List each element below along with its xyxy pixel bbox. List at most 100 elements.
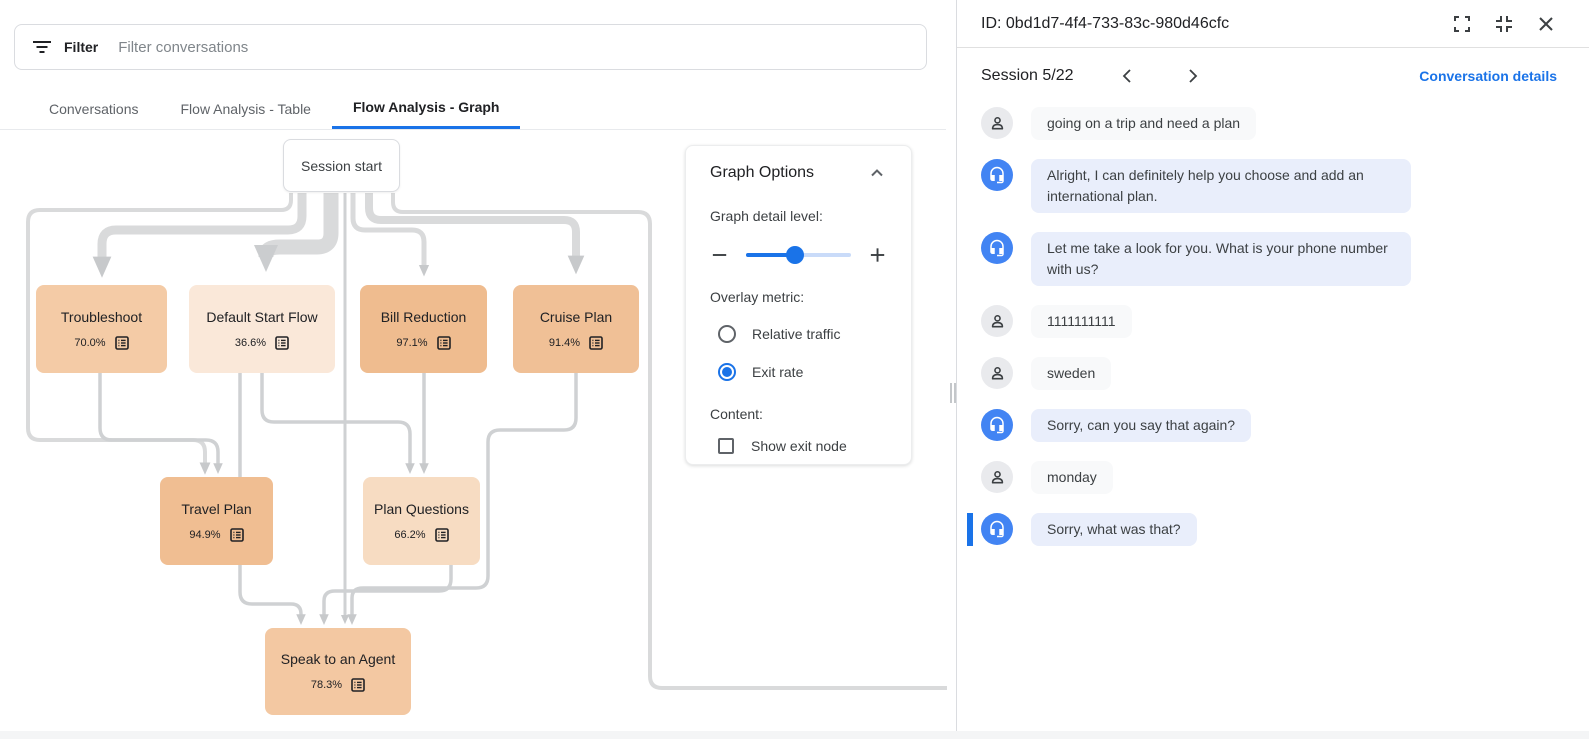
message-row-user[interactable]: 1111111111 bbox=[981, 305, 1565, 338]
person-icon bbox=[991, 116, 1003, 130]
tab-flow-analysis-table[interactable]: Flow Analysis - Table bbox=[180, 100, 311, 117]
radio-label: Relative traffic bbox=[752, 326, 841, 342]
flow-node-plan-questions[interactable]: Plan Questions 66.2% bbox=[363, 477, 480, 565]
conversation-id-title: ID: 0bd1d7-4f4-733-83c-980d46cfc bbox=[981, 14, 1230, 32]
node-label: Troubleshoot bbox=[60, 308, 143, 325]
agent-avatar bbox=[981, 232, 1013, 264]
flow-node-travel-plan[interactable]: Travel Plan 94.9% bbox=[160, 477, 273, 565]
radio-relative-traffic[interactable]: Relative traffic bbox=[710, 325, 887, 343]
selected-message-indicator bbox=[967, 513, 973, 546]
graph-detail-slider bbox=[710, 245, 887, 265]
tab-flow-analysis-graph[interactable]: Flow Analysis - Graph bbox=[331, 88, 521, 129]
message-row-user[interactable]: sweden bbox=[981, 357, 1565, 390]
filter-label: Filter bbox=[64, 39, 99, 55]
node-label: Plan Questions bbox=[374, 500, 469, 517]
message-bubble[interactable]: 1111111111 bbox=[1031, 305, 1132, 338]
list-alt-icon bbox=[434, 527, 449, 542]
person-icon bbox=[991, 470, 1003, 484]
panel-resize-handle[interactable] bbox=[950, 0, 957, 739]
radio-exit-rate[interactable]: Exit rate bbox=[710, 363, 887, 381]
checkbox-label: Show exit node bbox=[751, 438, 847, 454]
message-row-user[interactable]: monday bbox=[981, 461, 1565, 494]
slider-thumb[interactable] bbox=[786, 246, 805, 264]
node-label: Bill Reduction bbox=[380, 308, 467, 325]
show-exit-node-checkbox[interactable]: Show exit node bbox=[710, 438, 887, 454]
message-row-user[interactable]: going on a trip and need a plan bbox=[981, 107, 1565, 140]
filter-conversations-input[interactable]: Filter Filter conversations bbox=[14, 24, 927, 70]
checkbox-box[interactable] bbox=[718, 438, 734, 454]
message-bubble[interactable]: Alright, I can definitely help you choos… bbox=[1031, 159, 1411, 213]
node-exit-rate: 91.4% bbox=[548, 336, 581, 349]
list-alt-icon bbox=[114, 335, 129, 350]
list-alt-icon bbox=[589, 335, 603, 350]
list-alt-icon bbox=[436, 335, 451, 350]
collapse-chevron-icon[interactable] bbox=[867, 163, 887, 183]
agent-avatar bbox=[981, 513, 1013, 545]
message-row-agent[interactable]: Let me take a look for you. What is your… bbox=[981, 232, 1565, 286]
slider-track[interactable] bbox=[746, 246, 851, 264]
list-alt-icon bbox=[351, 678, 365, 692]
radio-circle-icon[interactable] bbox=[718, 325, 736, 343]
message-row-agent[interactable]: Sorry, what was that? bbox=[967, 513, 1565, 546]
person-icon bbox=[991, 314, 1003, 328]
slider-fill bbox=[746, 253, 796, 257]
node-label: Speak to an Agent bbox=[280, 651, 396, 667]
person-icon bbox=[991, 366, 1003, 380]
tab-conversations[interactable]: Conversations bbox=[49, 100, 139, 117]
user-avatar bbox=[981, 107, 1013, 139]
message-bubble[interactable]: going on a trip and need a plan bbox=[1031, 107, 1257, 140]
flow-node-cruise-plan[interactable]: Cruise Plan 91.4% bbox=[513, 285, 639, 373]
flow-node-default-start-flow[interactable]: Default Start Flow 36.6% bbox=[189, 285, 335, 373]
main-area: Filter Filter conversations Conversation… bbox=[0, 0, 950, 739]
message-bubble[interactable]: monday bbox=[1031, 461, 1113, 494]
session-nav-row: Session 5/22 Conversation details bbox=[957, 48, 1589, 103]
flow-node-session-start[interactable]: Session start bbox=[283, 139, 400, 192]
node-exit-rate: 36.6% bbox=[234, 336, 267, 349]
tab-bar: Conversations Flow Analysis - Table Flow A… bbox=[28, 88, 521, 129]
session-start-label: Session start bbox=[301, 157, 382, 174]
message-row-agent[interactable]: Sorry, can you say that again? bbox=[981, 409, 1565, 442]
fullscreen-icon[interactable] bbox=[1452, 14, 1472, 34]
filter-icon bbox=[33, 41, 51, 53]
list-alt-icon bbox=[229, 527, 244, 542]
resize-grip-icon bbox=[950, 383, 956, 403]
overlay-metric-label: Overlay metric: bbox=[710, 289, 805, 305]
user-avatar bbox=[981, 461, 1013, 493]
node-label: Travel Plan bbox=[181, 500, 252, 517]
zoom-out-minus-button[interactable] bbox=[710, 245, 729, 265]
radio-circle-icon[interactable] bbox=[718, 363, 736, 381]
headset-agent-icon bbox=[990, 520, 1004, 538]
node-exit-rate: 66.2% bbox=[394, 528, 426, 541]
message-row-agent[interactable]: Alright, I can definitely help you choos… bbox=[981, 159, 1565, 213]
graph-options-title: Graph Options bbox=[710, 164, 815, 181]
user-avatar bbox=[981, 305, 1013, 337]
close-icon[interactable] bbox=[1536, 14, 1556, 34]
node-exit-rate: 94.9% bbox=[189, 528, 221, 541]
next-session-button[interactable] bbox=[1182, 66, 1202, 86]
tab-bar-divider bbox=[0, 129, 946, 130]
filter-placeholder: Filter conversations bbox=[118, 38, 249, 56]
flow-node-bill-reduction[interactable]: Bill Reduction 97.1% bbox=[360, 285, 487, 373]
zoom-in-plus-button[interactable] bbox=[868, 245, 887, 265]
horizontal-scrollbar[interactable] bbox=[0, 731, 1589, 739]
message-bubble[interactable]: sweden bbox=[1031, 357, 1112, 390]
conversation-detail-panel: ID: 0bd1d7-4f4-733-83c-980d46cfc Session… bbox=[957, 0, 1589, 739]
node-label: Cruise Plan bbox=[539, 308, 613, 325]
flow-edges bbox=[26, 193, 947, 690]
node-exit-rate: 97.1% bbox=[396, 336, 428, 349]
message-bubble[interactable]: Sorry, can you say that again? bbox=[1031, 409, 1252, 442]
message-bubble[interactable]: Let me take a look for you. What is your… bbox=[1031, 232, 1411, 286]
graph-options-panel: Graph Options Graph detail level: bbox=[685, 145, 912, 465]
headset-agent-icon bbox=[990, 239, 1004, 257]
fullscreen-exit-icon[interactable] bbox=[1494, 14, 1514, 34]
previous-session-button[interactable] bbox=[1118, 66, 1138, 86]
conversation-details-link[interactable]: Conversation details bbox=[1419, 67, 1557, 84]
node-label: Default Start Flow bbox=[206, 308, 318, 325]
message-bubble[interactable]: Sorry, what was that? bbox=[1031, 513, 1197, 546]
